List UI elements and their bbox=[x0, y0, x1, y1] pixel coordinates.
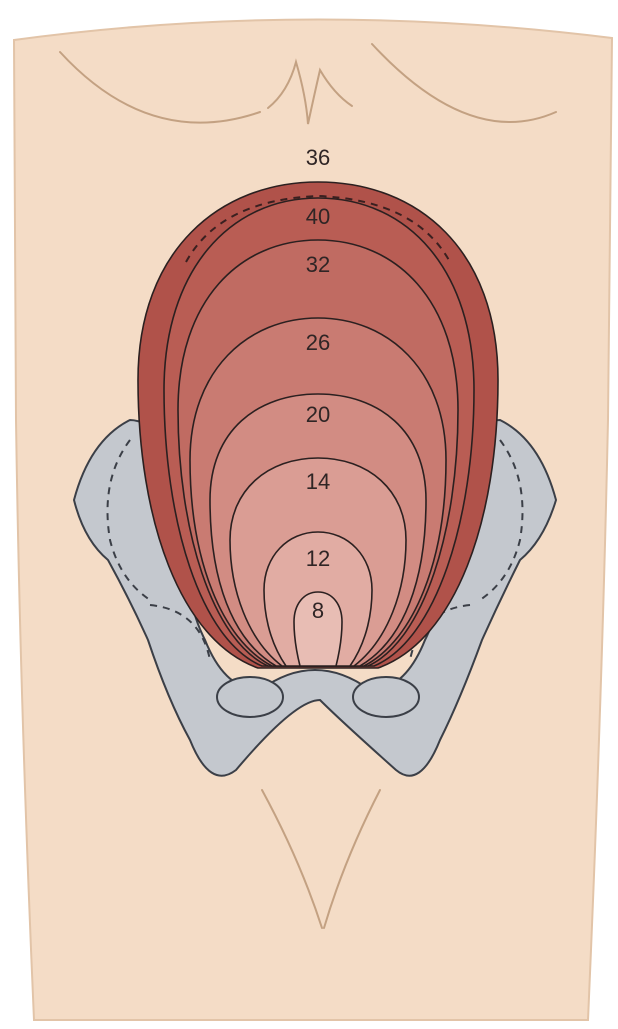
week-label-12: 12 bbox=[306, 546, 330, 571]
week-label-20: 20 bbox=[306, 402, 330, 427]
right-obturator-foramen bbox=[353, 677, 419, 717]
week-label-8: 8 bbox=[312, 598, 324, 623]
week-label-26: 26 bbox=[306, 330, 330, 355]
left-obturator-foramen bbox=[217, 677, 283, 717]
week-label-36: 36 bbox=[306, 145, 330, 170]
week-label-40: 40 bbox=[306, 204, 330, 229]
week-label-14: 14 bbox=[306, 469, 330, 494]
week-label-32: 32 bbox=[306, 252, 330, 277]
